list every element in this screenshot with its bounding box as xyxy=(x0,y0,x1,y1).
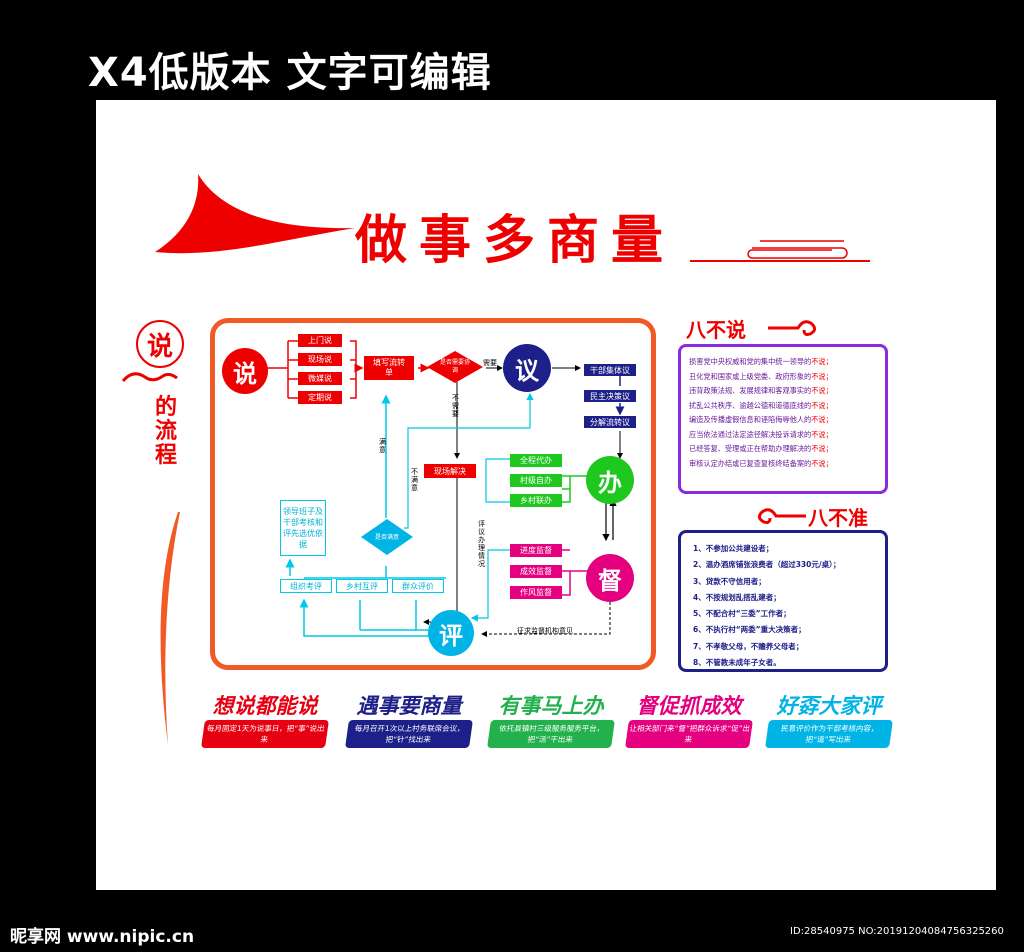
ban-item: 乡村联办 xyxy=(510,494,562,507)
onsite-solve-box: 现场解决 xyxy=(424,464,476,478)
slogan-title: 想说都能说 xyxy=(212,694,318,718)
evaluate-label: 评议办理情况 xyxy=(478,520,485,568)
eight-zhun-item: 6、不执行村“两委”重大决策者； xyxy=(693,625,806,635)
du-item: 作风监督 xyxy=(510,586,562,599)
eight-zhun-item: 3、贷款不守信用者； xyxy=(693,576,766,586)
yi-item: 民主决策议 xyxy=(584,390,636,402)
eight-zhun-item: 4、不按规划乱搭乱建者； xyxy=(693,592,781,602)
node-shuo: 说 xyxy=(222,348,268,394)
slogan-desc: 每月固定1天为说事日，把“事”说出来 xyxy=(201,720,329,748)
eight-no-item: 审核认定办结或已复查复核终结备案的不说； xyxy=(689,458,833,468)
ban-item: 全程代办 xyxy=(510,454,562,467)
slogan-desc: 让相关部门来“督”把群众诉求“促”出来 xyxy=(625,720,753,748)
fill-form-box: 填写流转单 xyxy=(364,356,414,380)
solicit-label: 征求监督机构意见 xyxy=(517,627,573,635)
eight-no-item: 已经答复、受理或正在帮助办理解决的不说； xyxy=(689,444,833,453)
slogan-title: 督促抓成效 xyxy=(636,694,742,718)
side-vertical-title: 的流程 xyxy=(154,395,177,468)
shuo-item: 上门说 xyxy=(298,334,342,347)
unsatisfied-label: 不满意 xyxy=(411,468,418,492)
eight-no-item: 编造及传播虚假信息和诬陷侮辱他人的不说； xyxy=(689,415,833,424)
slogan-title: 遇事要商量 xyxy=(356,694,462,718)
main-title: 做事多商量 xyxy=(355,210,676,271)
node-du: 督 xyxy=(586,554,634,602)
eight-no-item: 扰乱公共秩序、逾越公德和道德底线的不说； xyxy=(689,400,833,410)
cloud-icon xyxy=(768,320,817,336)
side-cloud-icon xyxy=(121,372,178,383)
header-title: X4低版本 文字可编辑 xyxy=(88,50,492,96)
eight-no-item: 违背政策法规、发展规律和客观事实的不说； xyxy=(689,386,833,395)
ban-item: 村级自办 xyxy=(510,474,562,487)
slogan-desc: 依托县镇村三级服务服务平台，把“活”干出来 xyxy=(487,720,615,748)
need-label: 需要 xyxy=(483,359,497,367)
watermark-site: 昵享网 www.nipic.cn xyxy=(10,927,195,947)
shuo-item: 现场说 xyxy=(298,353,342,366)
decision-diamond-coordinate xyxy=(427,351,483,383)
cloud-line-decoration xyxy=(690,240,870,262)
eight-no-item: 损害党中央权威和党的集中统一领导的不说； xyxy=(689,357,833,366)
satisfy-question: 是否满意 xyxy=(374,534,399,541)
side-shuo-seal: 说 xyxy=(136,320,184,368)
ping-item: 乡村互评 xyxy=(336,579,388,593)
watermark-id: ID:28540975 NO:20191204084756325260 xyxy=(790,926,1004,937)
yi-item: 分解流转议 xyxy=(584,416,636,428)
satisfied-label: 满意 xyxy=(379,438,386,454)
slogan-desc: 民意评价作为干部考核内容，把“道”写出来 xyxy=(765,720,893,748)
satisfy-diamond xyxy=(361,519,413,555)
shuo-item: 定期说 xyxy=(298,391,342,404)
diamond-question: 是否需要协调 xyxy=(439,359,470,374)
eight-zhun-item: 7、不孝敬父母，不赡养父母者； xyxy=(693,641,804,651)
eight-zhun-item: 2、温办酒席铺张浪费者（超过330元/桌）； xyxy=(693,560,841,570)
node-ban: 办 xyxy=(586,456,634,504)
node-ping: 评 xyxy=(428,610,474,656)
leader-basis-box: 领导班子及干部考核和评先选优依据 xyxy=(280,500,326,556)
eight-zhun-item: 8、不管教未成年子女者。 xyxy=(693,658,781,668)
node-yi: 议 xyxy=(503,344,551,392)
ping-item: 群众评价 xyxy=(392,579,444,593)
no-need-label: 不需要 xyxy=(452,394,459,418)
cloud-icon xyxy=(757,508,806,524)
shuo-item: 微媒说 xyxy=(298,372,342,385)
slogan-desc: 每月召开1次以上村务联席会议，把“针”找出来 xyxy=(345,720,473,748)
du-item: 成效监督 xyxy=(510,565,562,578)
eight-no-item: 丑化党和国家或上级党委、政府形象的不说； xyxy=(689,371,833,381)
eight-no-title: 八不说 xyxy=(686,318,746,342)
slogan-title: 有事马上办 xyxy=(498,694,604,718)
side-red-swoosh xyxy=(160,512,180,745)
ping-item: 组织考评 xyxy=(280,579,332,593)
flow-frame xyxy=(210,318,656,670)
eight-zhun-panel: 1、不参加公共建设者； 2、温办酒席铺张浪费者（超过330元/桌）； 3、贷款不… xyxy=(678,530,888,672)
yi-item: 干部集体议 xyxy=(584,364,636,376)
eight-zhun-title: 八不准 xyxy=(808,506,868,530)
red-flag-decoration xyxy=(155,174,355,254)
eight-no-item: 应当依法通过法定途径解决投诉请求的不说； xyxy=(689,429,833,439)
eight-zhun-item: 1、不参加公共建设者； xyxy=(693,544,774,553)
eight-no-panel: 损害党中央权威和党的集中统一领导的不说； 丑化党和国家或上级党委、政府形象的不说… xyxy=(678,344,888,494)
du-item: 进度监督 xyxy=(510,544,562,557)
eight-zhun-item: 5、不配合村“三委”工作者； xyxy=(693,609,791,619)
slogan-title: 好孬大家评 xyxy=(776,694,882,718)
